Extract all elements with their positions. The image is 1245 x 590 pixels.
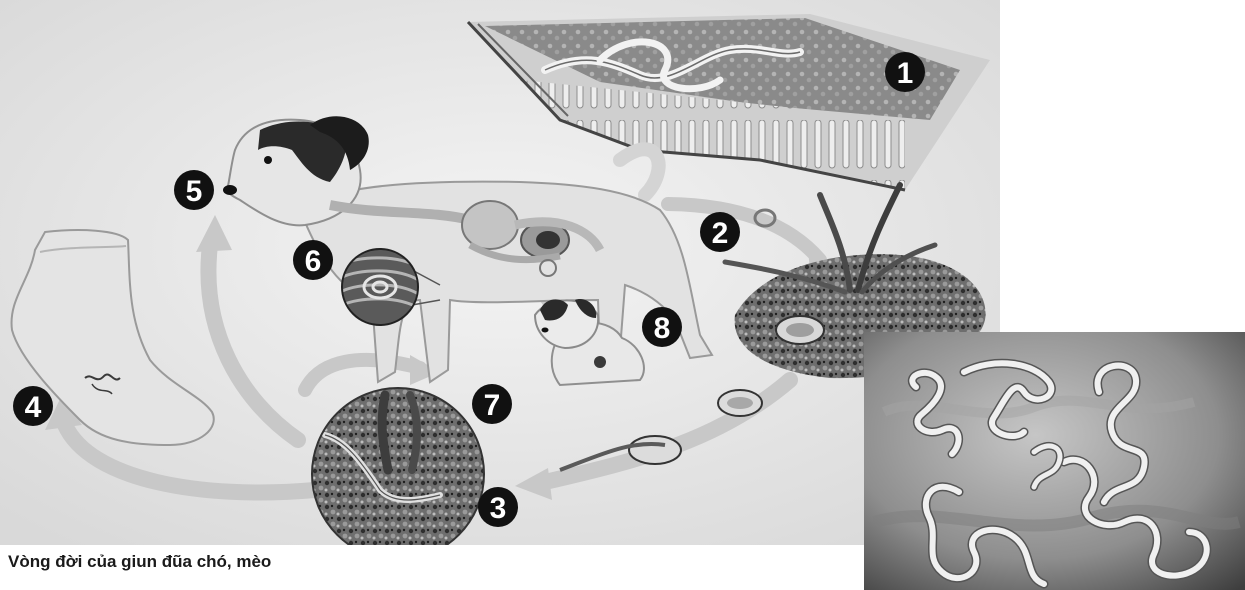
svg-text:4: 4 — [25, 391, 42, 424]
svg-text:6: 6 — [305, 245, 322, 278]
step-badge-6: 6 — [293, 240, 333, 280]
svg-text:3: 3 — [490, 492, 507, 525]
svg-text:8: 8 — [654, 312, 671, 345]
lifecycle-illustration: 1 2 3 4 5 6 7 8 — [0, 0, 1000, 545]
step-badge-4: 4 — [13, 386, 53, 426]
svg-text:1: 1 — [897, 57, 914, 90]
soil-larva-inset — [312, 388, 484, 545]
svg-text:5: 5 — [186, 175, 203, 208]
step-badge-8: 8 — [642, 307, 682, 347]
svg-text:7: 7 — [484, 389, 501, 422]
roundworms-photo — [864, 332, 1245, 590]
step-badge-7: 7 — [472, 384, 512, 424]
step-badge-5: 5 — [174, 170, 214, 210]
svg-text:2: 2 — [712, 217, 729, 250]
step-badge-3: 3 — [478, 487, 518, 527]
step-badge-1: 1 — [885, 52, 925, 92]
figure-caption: Vòng đời của giun đũa chó, mèo — [8, 552, 271, 572]
step-badge-2: 2 — [700, 212, 740, 252]
